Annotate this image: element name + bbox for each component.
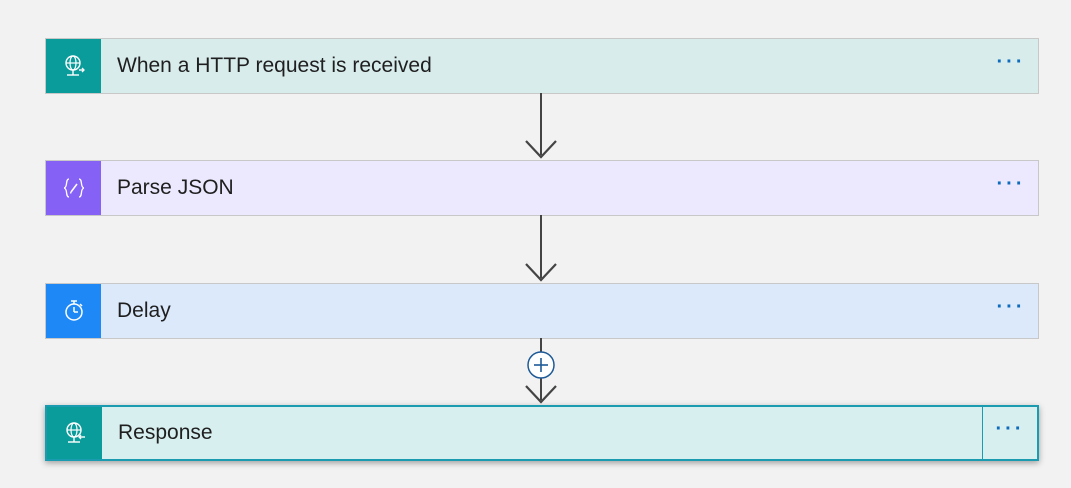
step-title: Delay xyxy=(117,299,171,322)
step-card-http-request[interactable]: When a HTTP request is received ··· xyxy=(45,38,1039,94)
connector-arrow xyxy=(525,215,557,282)
ellipsis-icon: ··· xyxy=(996,50,1026,73)
ellipsis-icon: ··· xyxy=(996,295,1026,318)
connector-arrow xyxy=(525,93,557,159)
step-title: Response xyxy=(118,421,213,444)
step-title: When a HTTP request is received xyxy=(117,54,432,77)
ellipsis-icon: ··· xyxy=(996,172,1026,195)
more-options-button[interactable]: ··· xyxy=(982,407,1037,459)
more-options-button[interactable]: ··· xyxy=(984,39,1038,93)
more-options-button[interactable]: ··· xyxy=(984,284,1038,338)
step-card-delay[interactable]: Delay ··· xyxy=(45,283,1039,339)
stopwatch-icon xyxy=(46,284,101,338)
step-title: Parse JSON xyxy=(117,176,234,199)
parse-json-braces-icon xyxy=(46,161,101,215)
add-step-button[interactable] xyxy=(526,350,556,380)
http-request-globe-icon xyxy=(46,39,101,93)
more-options-button[interactable]: ··· xyxy=(984,161,1038,215)
step-card-response[interactable]: Response ··· xyxy=(45,405,1039,461)
http-response-globe-icon xyxy=(47,407,102,459)
step-card-parse-json[interactable]: Parse JSON ··· xyxy=(45,160,1039,216)
ellipsis-icon: ··· xyxy=(995,417,1025,440)
